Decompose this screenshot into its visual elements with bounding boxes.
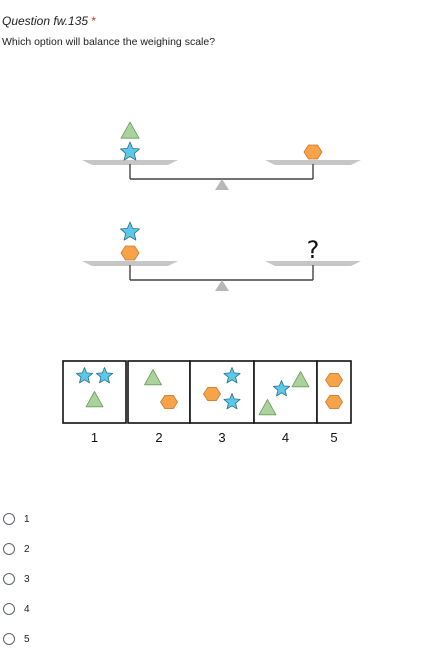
answer-box-label: 4 bbox=[282, 430, 289, 445]
star-icon bbox=[223, 367, 241, 384]
answer-box-5: 5 bbox=[316, 360, 352, 445]
triangle-icon bbox=[85, 391, 104, 408]
answer-box-label: 5 bbox=[330, 430, 337, 445]
right-pan bbox=[265, 261, 361, 266]
scale-2: ? bbox=[82, 221, 361, 291]
option-3[interactable]: 3 bbox=[3, 572, 30, 586]
answer-box-1: 1 bbox=[62, 360, 127, 445]
answer-box-2: 2 bbox=[127, 360, 191, 445]
option-label: 1 bbox=[24, 513, 30, 525]
hexagon-icon bbox=[160, 394, 178, 410]
star-icon bbox=[76, 367, 93, 384]
fulcrum bbox=[215, 179, 229, 190]
star-icon bbox=[272, 380, 291, 397]
hexagon-icon bbox=[120, 245, 140, 261]
option-4[interactable]: 4 bbox=[3, 602, 30, 616]
option-label: 3 bbox=[24, 573, 30, 585]
star-icon bbox=[96, 367, 113, 384]
option-2[interactable]: 2 bbox=[3, 542, 30, 556]
answer-box-label: 2 bbox=[155, 430, 162, 445]
answer-box-frame bbox=[127, 360, 191, 424]
answer-box-label: 3 bbox=[218, 430, 225, 445]
hexagon-icon bbox=[303, 144, 323, 160]
answer-boxes: 1 2 3 4 5 bbox=[62, 360, 352, 445]
question-mark: ? bbox=[307, 236, 320, 264]
option-label: 4 bbox=[24, 603, 30, 615]
left-pan bbox=[82, 160, 178, 165]
star-icon bbox=[120, 221, 140, 241]
question-title-text: Question fw.135 bbox=[2, 14, 89, 28]
required-asterisk: * bbox=[91, 14, 97, 28]
option-1[interactable]: 1 bbox=[3, 512, 30, 526]
radio-button[interactable] bbox=[3, 573, 15, 585]
answer-box-3: 3 bbox=[189, 360, 255, 445]
radio-button[interactable] bbox=[3, 543, 15, 555]
right-pan bbox=[265, 160, 361, 165]
radio-button[interactable] bbox=[3, 633, 15, 645]
star-icon bbox=[120, 141, 140, 161]
hexagon-icon bbox=[325, 372, 343, 388]
question-figure: ? 1 2 3 4 5 bbox=[62, 121, 361, 445]
fulcrum bbox=[215, 280, 229, 291]
radio-button[interactable] bbox=[3, 603, 15, 615]
answer-box-frame bbox=[316, 360, 352, 424]
question-text: Which option will balance the weighing s… bbox=[2, 36, 216, 48]
triangle-icon bbox=[291, 371, 310, 388]
scales: ? bbox=[82, 121, 361, 291]
answer-box-frame bbox=[189, 360, 255, 424]
option-label: 5 bbox=[24, 633, 30, 645]
hexagon-icon bbox=[325, 394, 343, 410]
hexagon-icon bbox=[203, 386, 221, 402]
triangle-icon bbox=[258, 399, 277, 416]
triangle-icon bbox=[144, 369, 162, 386]
option-5[interactable]: 5 bbox=[3, 632, 30, 646]
question-title: Question fw.135 * bbox=[2, 14, 96, 28]
triangle-icon bbox=[120, 121, 140, 139]
answer-box-4: 4 bbox=[253, 360, 318, 445]
answer-box-label: 1 bbox=[91, 430, 98, 445]
scale-1 bbox=[82, 121, 361, 190]
left-pan bbox=[82, 261, 178, 266]
radio-button[interactable] bbox=[3, 513, 15, 525]
option-label: 2 bbox=[24, 543, 30, 555]
star-icon bbox=[223, 393, 241, 410]
